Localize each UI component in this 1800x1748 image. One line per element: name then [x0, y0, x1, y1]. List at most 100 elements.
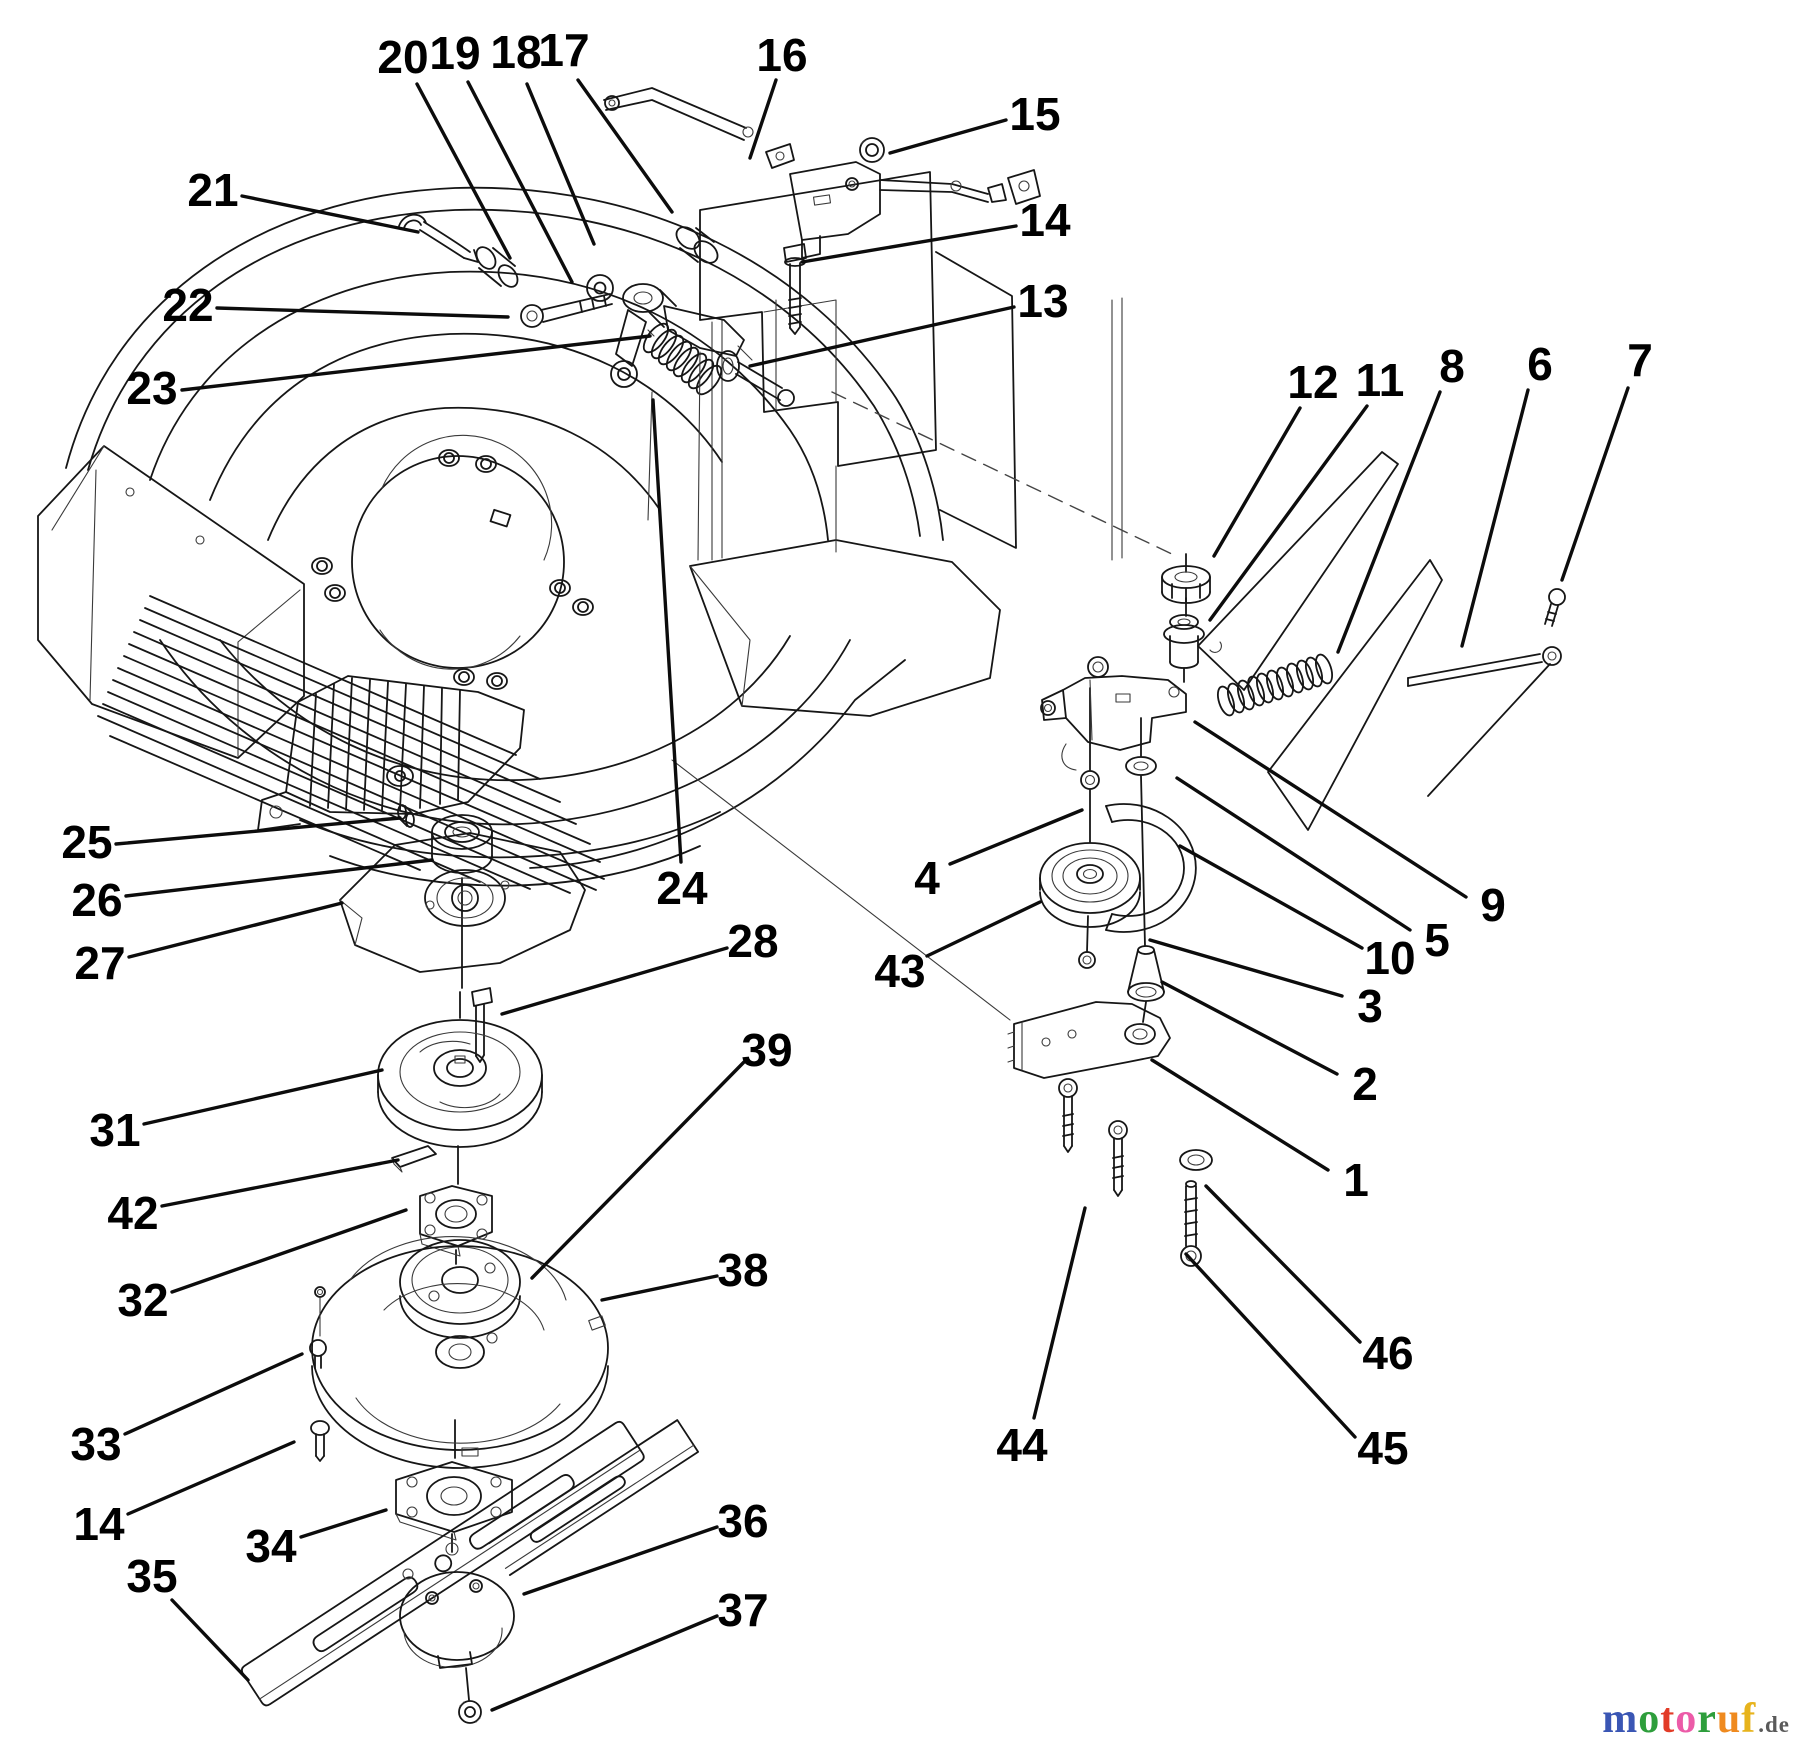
part-callout-22: 22	[162, 279, 213, 331]
part-2-cone-spacer	[1127, 945, 1165, 1002]
spindle-opening	[351, 434, 565, 670]
part-39-hub-plate	[399, 1239, 521, 1339]
part-callout-8: 8	[1439, 340, 1465, 392]
part-8-spring	[1216, 653, 1334, 717]
leader-line-13	[748, 305, 1016, 368]
leader-line-32	[170, 1208, 408, 1294]
part-callout-2: 2	[1352, 1058, 1378, 1110]
part-33-screw	[309, 1339, 327, 1369]
part-21-clip	[398, 213, 479, 263]
leader-line-4	[948, 808, 1084, 866]
leader-line-15	[888, 118, 1008, 155]
part-callout-23: 23	[126, 362, 177, 414]
logo-letter: m	[1602, 1696, 1639, 1742]
part-callout-21: 21	[187, 164, 238, 216]
leader-line-25	[114, 816, 402, 846]
part-26-bearing	[431, 814, 493, 874]
leader-line-11	[1208, 404, 1369, 622]
leader-line-38	[600, 1274, 719, 1302]
part-callout-20: 20	[377, 31, 428, 83]
brake-idler-assembly-art	[1007, 553, 1566, 1267]
part-callout-18: 18	[490, 26, 541, 78]
leader-line-35	[170, 1598, 250, 1682]
top-bracket-assembly-art	[398, 87, 1041, 561]
part-callout-10: 10	[1364, 932, 1415, 984]
part-callout-13: 13	[1017, 275, 1068, 327]
part-callout-36: 36	[717, 1495, 768, 1547]
logo-letter: t	[1660, 1696, 1676, 1742]
part-callout-14: 14	[1019, 194, 1071, 246]
part-31-pulley	[377, 1019, 543, 1148]
part-44-bolts	[1058, 1078, 1128, 1197]
part-callout-6: 6	[1527, 338, 1553, 390]
part-callout-46: 46	[1362, 1327, 1413, 1379]
part-callout-17: 17	[538, 24, 589, 76]
part-7-bolt	[1544, 588, 1566, 627]
part-14-bolt	[783, 243, 807, 335]
leader-line-28	[500, 946, 729, 1016]
part-43-pulley	[1039, 842, 1141, 928]
leader-line-1	[1150, 1058, 1330, 1172]
rear-wall-panels	[689, 171, 1443, 831]
leader-line-8	[1336, 390, 1442, 654]
leader-line-12	[1212, 406, 1302, 558]
part-20-pin	[475, 246, 519, 288]
part-callout-26: 26	[71, 874, 122, 926]
part-19-washer	[586, 274, 614, 302]
part-11-bushing	[1163, 614, 1222, 669]
leader-line-26	[124, 858, 434, 898]
part-15-nut	[859, 137, 885, 163]
leader-line-46	[1204, 1184, 1362, 1344]
part-1-plate	[1007, 1001, 1171, 1079]
leader-line-17	[576, 78, 674, 214]
part-callout-32: 32	[117, 1274, 168, 1326]
leader-line-24	[651, 398, 683, 864]
deck-bolt-bosses	[311, 449, 594, 690]
deflector-hatching	[97, 595, 605, 894]
small-nut	[1078, 951, 1096, 969]
part-38-disc	[311, 1236, 609, 1469]
part-17-18-lever	[610, 226, 753, 388]
leader-line-31	[142, 1068, 384, 1126]
logo-wordmark: motoruf	[1602, 1696, 1756, 1742]
part-callout-33: 33	[70, 1418, 121, 1470]
part-45-bolt	[1180, 1180, 1202, 1267]
leader-lines	[114, 78, 1630, 1712]
leader-line-3	[1148, 938, 1344, 998]
leader-line-14	[126, 1440, 296, 1516]
part-callout-15: 15	[1009, 88, 1060, 140]
part-callout-4: 4	[914, 852, 940, 904]
part-3-belt	[1105, 803, 1197, 933]
leader-line-45	[1184, 1252, 1357, 1439]
logo-letter: r	[1697, 1696, 1717, 1742]
leader-line-23	[180, 334, 652, 392]
part-23-spring	[642, 322, 723, 396]
blade-spindle-stack-art	[240, 804, 700, 1724]
leader-line-14	[800, 224, 1018, 264]
leader-line-19	[466, 80, 574, 284]
logo-letter: f	[1741, 1696, 1757, 1742]
logo-letter: o	[1675, 1696, 1698, 1742]
part-callout-5: 5	[1424, 914, 1450, 966]
part-callout-25: 25	[61, 816, 112, 868]
part-6-rod	[1407, 646, 1562, 687]
leader-line-43	[925, 900, 1042, 958]
leader-line-27	[127, 901, 344, 959]
mower-deck-housing-art	[37, 171, 1443, 1021]
part-callout-43: 43	[874, 945, 925, 997]
part-callout-42: 42	[107, 1187, 158, 1239]
part-callout-27: 27	[74, 937, 125, 989]
part-callout-45: 45	[1357, 1422, 1408, 1474]
part-46-washer	[1179, 1149, 1213, 1171]
logo-letter: o	[1638, 1696, 1661, 1742]
part-callout-38: 38	[717, 1244, 768, 1296]
motoruf-watermark: motoruf.de	[1602, 1698, 1790, 1740]
leader-line-21	[240, 194, 420, 234]
leader-line-16	[748, 78, 778, 160]
part-callout-39: 39	[741, 1024, 792, 1076]
part-callout-16: 16	[756, 29, 807, 81]
part-callout-19: 19	[429, 27, 480, 79]
part-35-blade	[240, 1419, 700, 1707]
part-13-washer-bolt	[716, 350, 795, 407]
leader-line-7	[1560, 386, 1630, 582]
